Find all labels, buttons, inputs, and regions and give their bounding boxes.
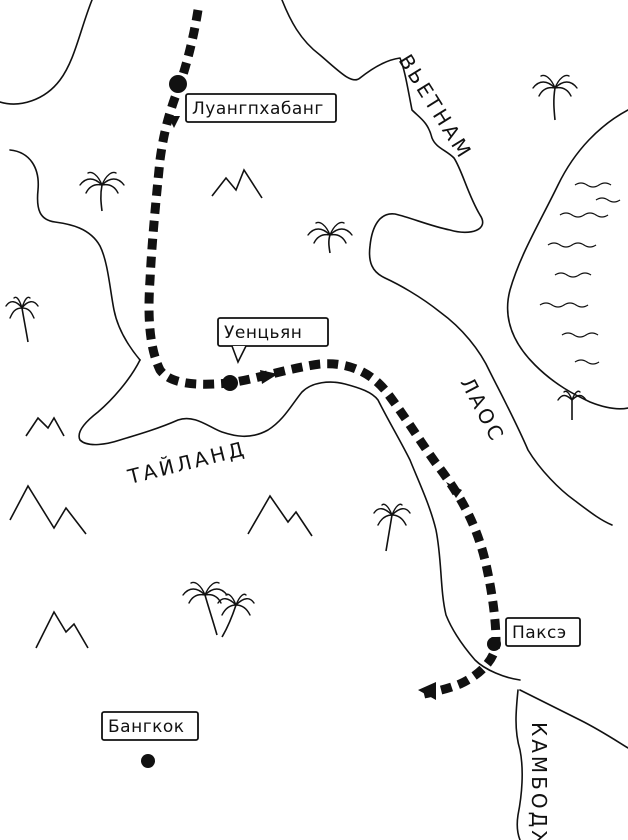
wave-icon: [539, 302, 589, 308]
mountain-icon: [211, 168, 263, 199]
label-pakse: Паксэ: [505, 617, 581, 647]
wave-icon: [595, 197, 621, 203]
palm-tree-icon: [373, 503, 411, 552]
country-name-laos: ЛАОС: [456, 373, 510, 446]
route-path: [144, 9, 501, 699]
palm-tree-icon: [79, 171, 125, 212]
mountains: [9, 168, 313, 649]
border-cambodia-east: [519, 689, 628, 749]
border-laos-thailand-north: [9, 149, 141, 361]
border-north-west: [0, 0, 93, 105]
country-name-cambodia: КАМБОДЖА: [527, 722, 551, 840]
city-labels: Луангпхабанг Уенцьян Паксэ Бангкок: [101, 93, 581, 741]
sea-waves: [539, 182, 621, 365]
arrow-down-icon: [168, 116, 180, 128]
city-name-vientiane: Уенцьян: [224, 323, 302, 343]
country-name-vietnam: ВЬЕТНАМ: [394, 50, 478, 164]
city-dot-pakse: [487, 637, 501, 651]
border-cambodia-west: [515, 689, 523, 840]
arrow-right-icon: [260, 370, 278, 384]
city-dot-bangkok: [141, 754, 155, 768]
palm-tree-icon: [217, 593, 255, 638]
label-luang-prabang: Луангпхабанг: [185, 93, 337, 123]
mountain-icon: [247, 494, 313, 537]
city-name-luang-prabang: Луангпхабанг: [192, 99, 324, 119]
wave-icon: [574, 182, 612, 188]
mekong-thailand-border: [78, 359, 521, 681]
country-name-thailand: ТАЙЛАНД: [124, 436, 248, 489]
wave-icon: [561, 332, 599, 338]
palm-tree-icon: [182, 581, 228, 636]
wave-icon: [547, 242, 597, 248]
mountain-icon: [35, 610, 89, 649]
palm-tree-icon: [5, 296, 39, 343]
wave-icon: [574, 359, 600, 365]
route: [144, 9, 501, 700]
palm-tree-icon: [307, 221, 353, 254]
city-dot-vientiane: [222, 375, 238, 391]
city-name-bangkok: Бангкок: [108, 717, 185, 737]
label-vientiane: Уенцьян: [217, 317, 329, 364]
border-vietnam-laos: [281, 0, 613, 526]
city-name-pakse: Паксэ: [512, 623, 567, 643]
city-dot-luang-prabang: [169, 75, 187, 93]
arrow-down-right-icon: [446, 482, 462, 498]
palms: [5, 74, 587, 638]
wave-icon: [554, 272, 592, 278]
arrow-left-icon: [418, 682, 436, 700]
palm-tree-icon: [532, 74, 578, 121]
coastline-east: [506, 109, 628, 410]
wave-icon: [559, 212, 609, 218]
palm-tree-icon: [557, 390, 587, 420]
city-markers: [141, 75, 501, 768]
mountain-icon: [25, 416, 65, 437]
label-bangkok: Бангкок: [101, 711, 199, 741]
mountain-icon: [9, 484, 87, 535]
